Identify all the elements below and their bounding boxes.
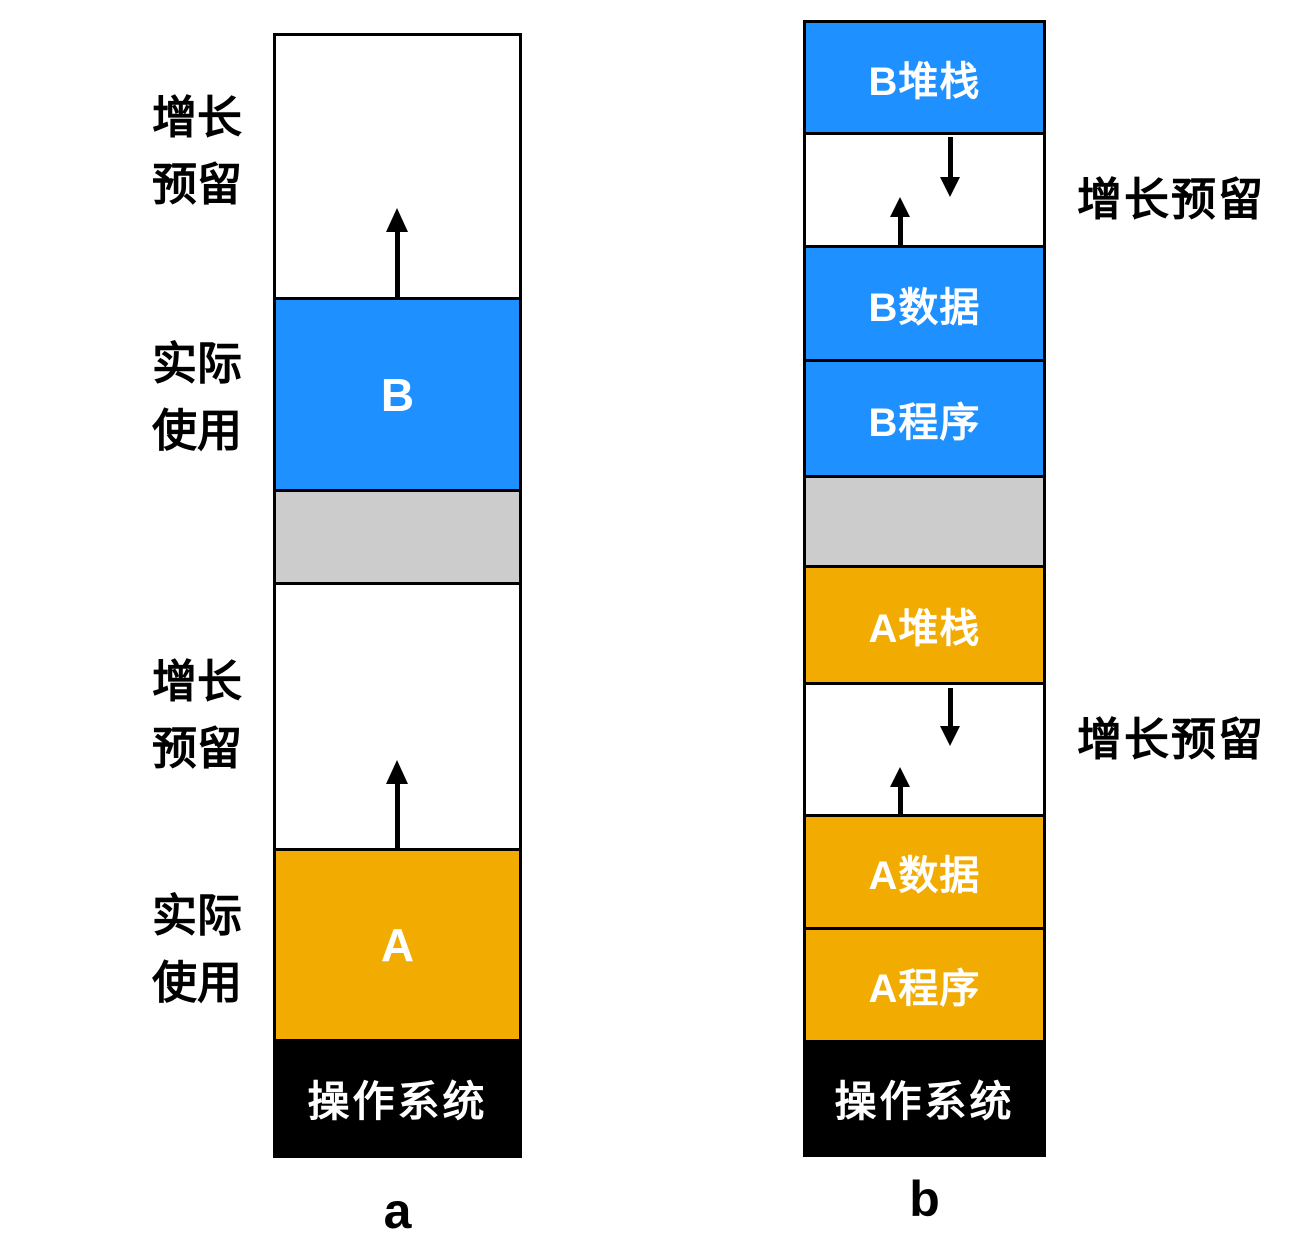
arrow-head [890, 767, 910, 787]
arrow-head [386, 208, 408, 232]
label-line: 使用 [152, 405, 243, 456]
box-b-data: B数据 [803, 245, 1046, 362]
arrow-head [940, 726, 960, 746]
up-arrow-icon [890, 767, 910, 817]
box-b-stack: B堆栈 [803, 20, 1046, 135]
box-os-a: 操作系统 [273, 1039, 522, 1158]
label-line: 实际 [152, 338, 243, 389]
caption-b: b [909, 1171, 940, 1227]
box-unused-gap-a [273, 489, 522, 585]
up-arrow-icon [890, 197, 910, 248]
box-label-a-stack: A堆栈 [868, 607, 981, 651]
box-a-growth-reserved-gap [803, 682, 1046, 817]
box-label-a: A [380, 919, 415, 971]
box-label-b-program: B程序 [868, 400, 981, 445]
box-process-a: A [273, 848, 522, 1042]
arrow-stem [897, 217, 903, 248]
label-growth-reserved-b-gap: 增长预留 [1077, 174, 1266, 225]
arrow-head [890, 197, 910, 217]
box-a-data: A数据 [803, 814, 1046, 930]
label-line: 使用 [152, 957, 243, 1008]
label-line: 增长 [152, 656, 243, 707]
box-label-b: B [380, 368, 415, 421]
arrow-stem [394, 232, 400, 300]
box-process-b: B [273, 297, 522, 492]
box-label-os-a: 操作系统 [307, 1078, 488, 1125]
caption-a: a [383, 1183, 412, 1239]
label-growth-reserved-b: 增长 预留 [152, 84, 242, 218]
box-label-a-program: A程序 [868, 967, 981, 1011]
down-arrow-icon [940, 688, 960, 746]
up-arrow-icon [386, 760, 408, 851]
box-label-a-data: A数据 [868, 854, 981, 898]
arrow-stem [897, 787, 903, 817]
box-a-stack: A堆栈 [803, 565, 1046, 685]
box-os-b: 操作系统 [803, 1040, 1046, 1157]
arrow-stem [947, 137, 953, 177]
arrow-stem [947, 688, 953, 726]
box-b-program: B程序 [803, 359, 1046, 478]
label-line: 预留 [152, 159, 243, 210]
label-growth-reserved-a-gap: 增长预留 [1077, 714, 1266, 765]
label-line: 增长 [152, 92, 243, 143]
label-line: 预留 [152, 723, 243, 774]
label-line: 实际 [152, 890, 243, 941]
box-unused-gap-b [803, 475, 1046, 568]
label-growth-reserved-a: 增长 预留 [152, 648, 242, 782]
box-a-program: A程序 [803, 927, 1046, 1043]
box-b-growth-reserved-gap [803, 132, 1046, 248]
box-label-b-data: B数据 [868, 285, 981, 330]
box-label-os-b: 操作系统 [834, 1078, 1015, 1125]
down-arrow-icon [940, 137, 960, 197]
arrow-head [386, 760, 408, 784]
box-label-b-stack: B堆栈 [868, 59, 981, 104]
label-actual-use-a: 实际 使用 [152, 882, 242, 1016]
arrow-head [940, 177, 960, 197]
up-arrow-icon [386, 208, 408, 300]
arrow-stem [394, 784, 400, 851]
label-actual-use-b: 实际 使用 [152, 330, 242, 464]
